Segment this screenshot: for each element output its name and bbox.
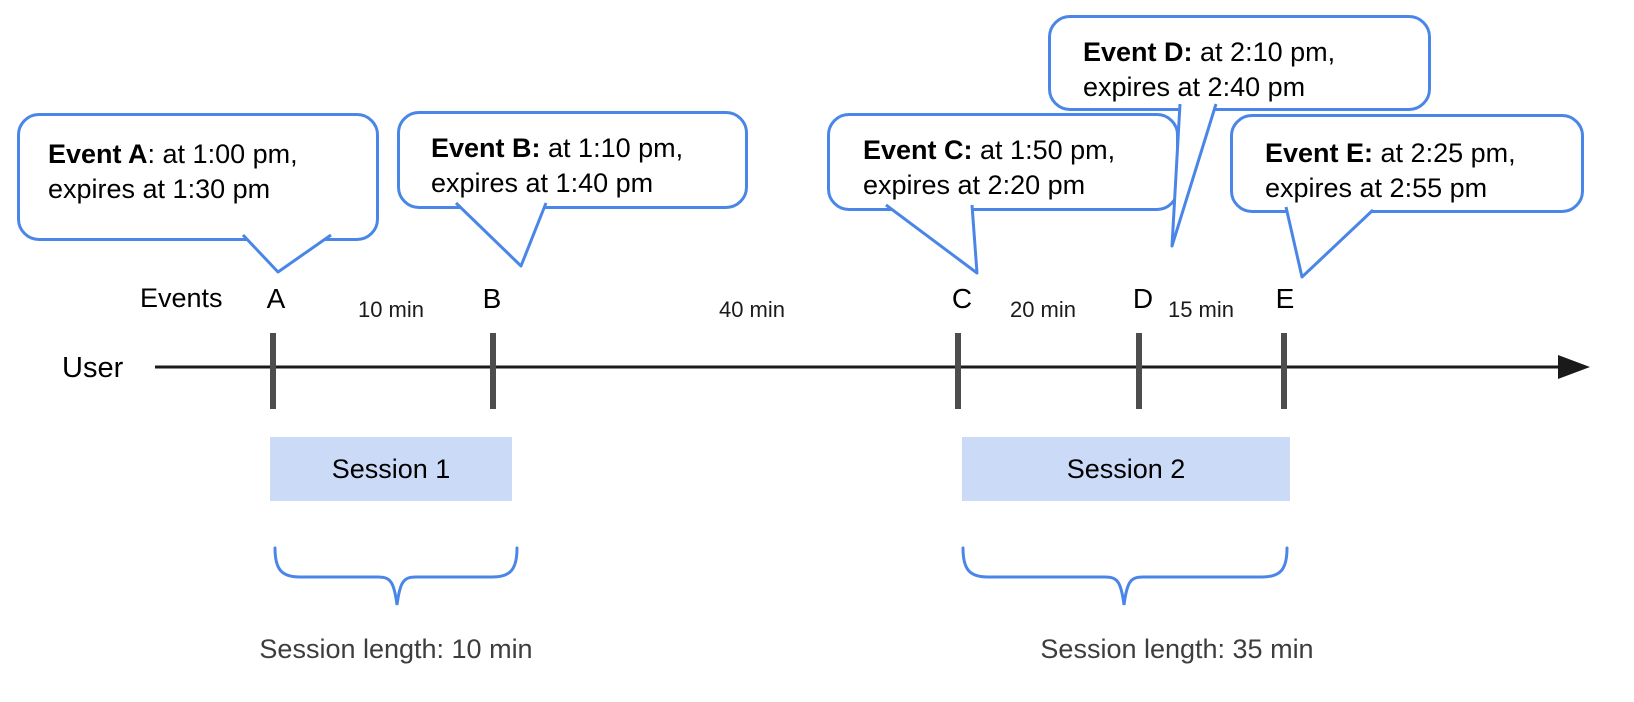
event-a-expiry: expires at 1:30 pm <box>48 174 271 204</box>
timeline-arrowhead-icon <box>1558 355 1590 379</box>
event-e-callout: Event E: at 2:25 pm, expires at 2:55 pm <box>1230 114 1584 213</box>
event-c-expiry: expires at 2:20 pm <box>863 170 1086 200</box>
event-a-time: : at 1:00 pm, <box>147 139 298 169</box>
session-1-length-caption: Session length: 10 min <box>259 634 533 664</box>
event-b-time: at 1:10 pm, <box>540 133 684 163</box>
event-e-time: at 2:25 pm, <box>1373 138 1516 168</box>
event-letter-a: A <box>266 283 286 314</box>
event-a-title: Event A <box>48 139 148 169</box>
event-letter-d: D <box>1132 283 1154 314</box>
event-d-time: at 2:10 pm, <box>1192 37 1336 67</box>
event-d-title: Event D: <box>1083 37 1193 67</box>
event-c-title: Event C: <box>863 135 973 165</box>
event-b-callout: Event B: at 1:10 pm, expires at 1:40 pm <box>397 111 748 209</box>
brace-session-2 <box>961 546 1289 606</box>
event-e-title: Event E: <box>1265 138 1374 168</box>
event-letter-b: B <box>482 283 502 314</box>
session-1-label: Session 1 <box>331 453 451 484</box>
event-d-expiry: expires at 2:40 pm <box>1083 72 1306 102</box>
event-c-time: at 1:50 pm, <box>972 135 1116 165</box>
gap-label-b-c: 40 min <box>718 297 786 322</box>
user-axis-label: User <box>62 352 124 384</box>
event-d-callout: Event D: at 2:10 pm, expires at 2:40 pm <box>1048 15 1431 111</box>
event-b-title: Event B: <box>431 133 541 163</box>
event-e-expiry: expires at 2:55 pm <box>1265 173 1488 203</box>
event-letter-e: E <box>1275 283 1295 314</box>
event-b-callout-tail <box>454 201 548 268</box>
events-row-label: Events <box>140 283 223 313</box>
session-2-length-caption: Session length: 35 min <box>1040 634 1314 664</box>
gap-label-d-e: 15 min <box>1167 297 1235 322</box>
session-2-label: Session 2 <box>1066 453 1186 484</box>
event-letter-c: C <box>951 283 973 314</box>
gap-label-a-b: 10 min <box>357 297 425 322</box>
event-c-callout-tail <box>885 203 979 275</box>
event-e-callout-tail <box>1284 206 1375 279</box>
event-b-expiry: expires at 1:40 pm <box>431 168 654 198</box>
brace-session-1 <box>273 546 519 606</box>
gap-label-c-d: 20 min <box>1009 297 1077 322</box>
session-1-box: Session 1 <box>270 437 512 501</box>
event-c-callout: Event C: at 1:50 pm, expires at 2:20 pm <box>827 113 1179 211</box>
event-a-callout: Event A: at 1:00 pm, expires at 1:30 pm <box>17 113 379 241</box>
session-2-box: Session 2 <box>962 437 1290 501</box>
